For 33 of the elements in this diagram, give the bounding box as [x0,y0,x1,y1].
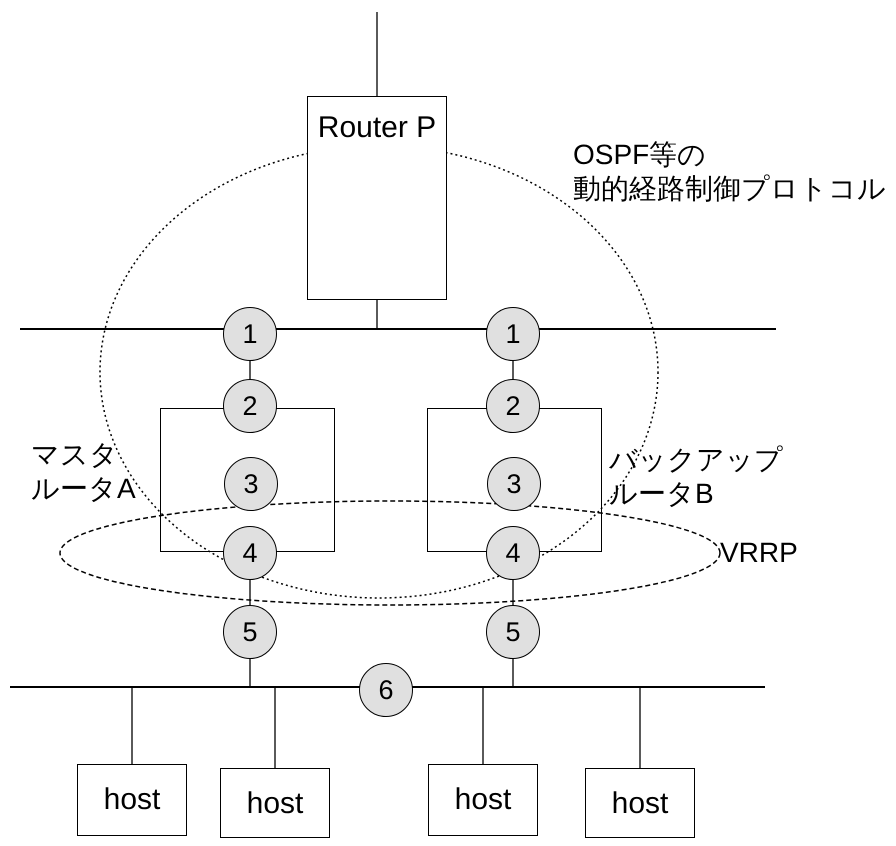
number-circle: 5 [223,605,277,659]
number-circle: 6 [359,663,413,717]
connector-line [131,687,133,764]
host-box: host [77,764,187,836]
connector-line [512,659,514,687]
number-circle: 3 [487,457,541,511]
connector-line [639,687,641,768]
number-circle: 2 [486,379,540,433]
host-box: host [220,768,330,838]
number-circle: 4 [486,526,540,580]
router-label: マスタルータA [31,438,137,506]
number-circle: 3 [224,457,278,511]
host-box: host [585,768,695,838]
connector-line [512,361,514,379]
connector-line [376,300,378,329]
number-circle: 4 [223,526,277,580]
connector-line [249,580,251,605]
protocol-label: OSPF等の動的経路制御プロトコル [573,138,887,206]
connector-line [249,361,251,379]
network-line [10,686,765,688]
protocol-label: VRRP [720,536,799,570]
number-circle: 2 [223,379,277,433]
connector-line [482,687,484,764]
number-circle: 5 [486,605,540,659]
connector-line [376,12,378,96]
router-box: Router P [307,96,447,300]
number-circle: 1 [223,307,277,361]
number-circle: 1 [486,307,540,361]
connector-line [512,580,514,605]
router-label: バックアップルータB [609,443,783,511]
connector-line [249,659,251,687]
connector-line [274,687,276,768]
host-box: host [428,764,538,836]
